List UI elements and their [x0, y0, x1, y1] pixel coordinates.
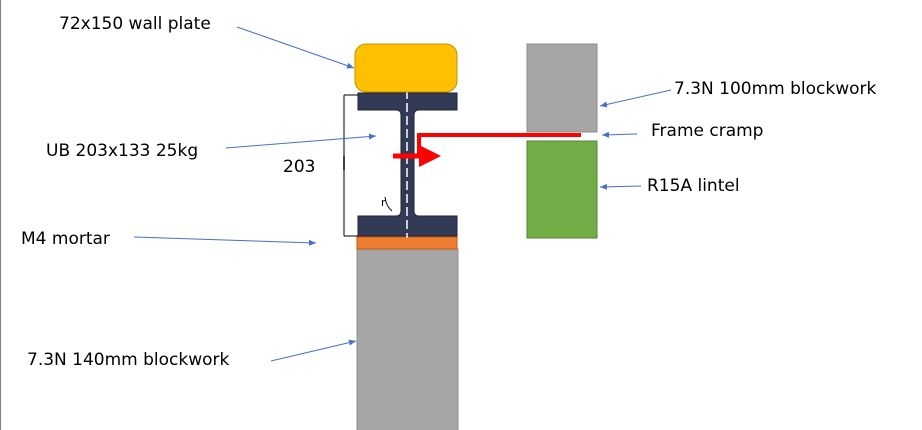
label-mortar: M4 mortar	[21, 229, 110, 249]
root-radius-marker	[384, 196, 393, 212]
cramp-arrow-head	[419, 145, 441, 167]
root-radius-label: r	[381, 196, 386, 209]
mortar-bed	[356, 236, 458, 250]
label-blockwork-100: 7.3N 100mm blockwork	[674, 79, 877, 99]
label-beam: UB 203x133 25kg	[46, 141, 199, 161]
label-frame-cramp: Frame cramp	[651, 121, 764, 141]
lintel-block	[526, 140, 598, 239]
label-blockwork-140: 7.3N 140mm blockwork	[27, 350, 230, 370]
leader-lintel	[599, 183, 642, 190]
label-lintel: R15A lintel	[647, 176, 740, 196]
steel-beam-section	[357, 92, 458, 237]
leader-blockwork-100	[599, 89, 672, 108]
leader-mortar	[133, 236, 317, 246]
leader-wall-plate	[236, 26, 355, 69]
label-wall-plate: 72x150 wall plate	[59, 14, 211, 34]
blockwork-100-block	[526, 43, 598, 133]
blockwork-140-block	[356, 248, 459, 430]
wall-plate	[354, 43, 458, 93]
leader-frame-cramp	[601, 131, 638, 138]
label-dimension: 203	[283, 157, 316, 177]
leader-beam	[225, 133, 377, 149]
leader-blockwork-140	[270, 339, 357, 362]
